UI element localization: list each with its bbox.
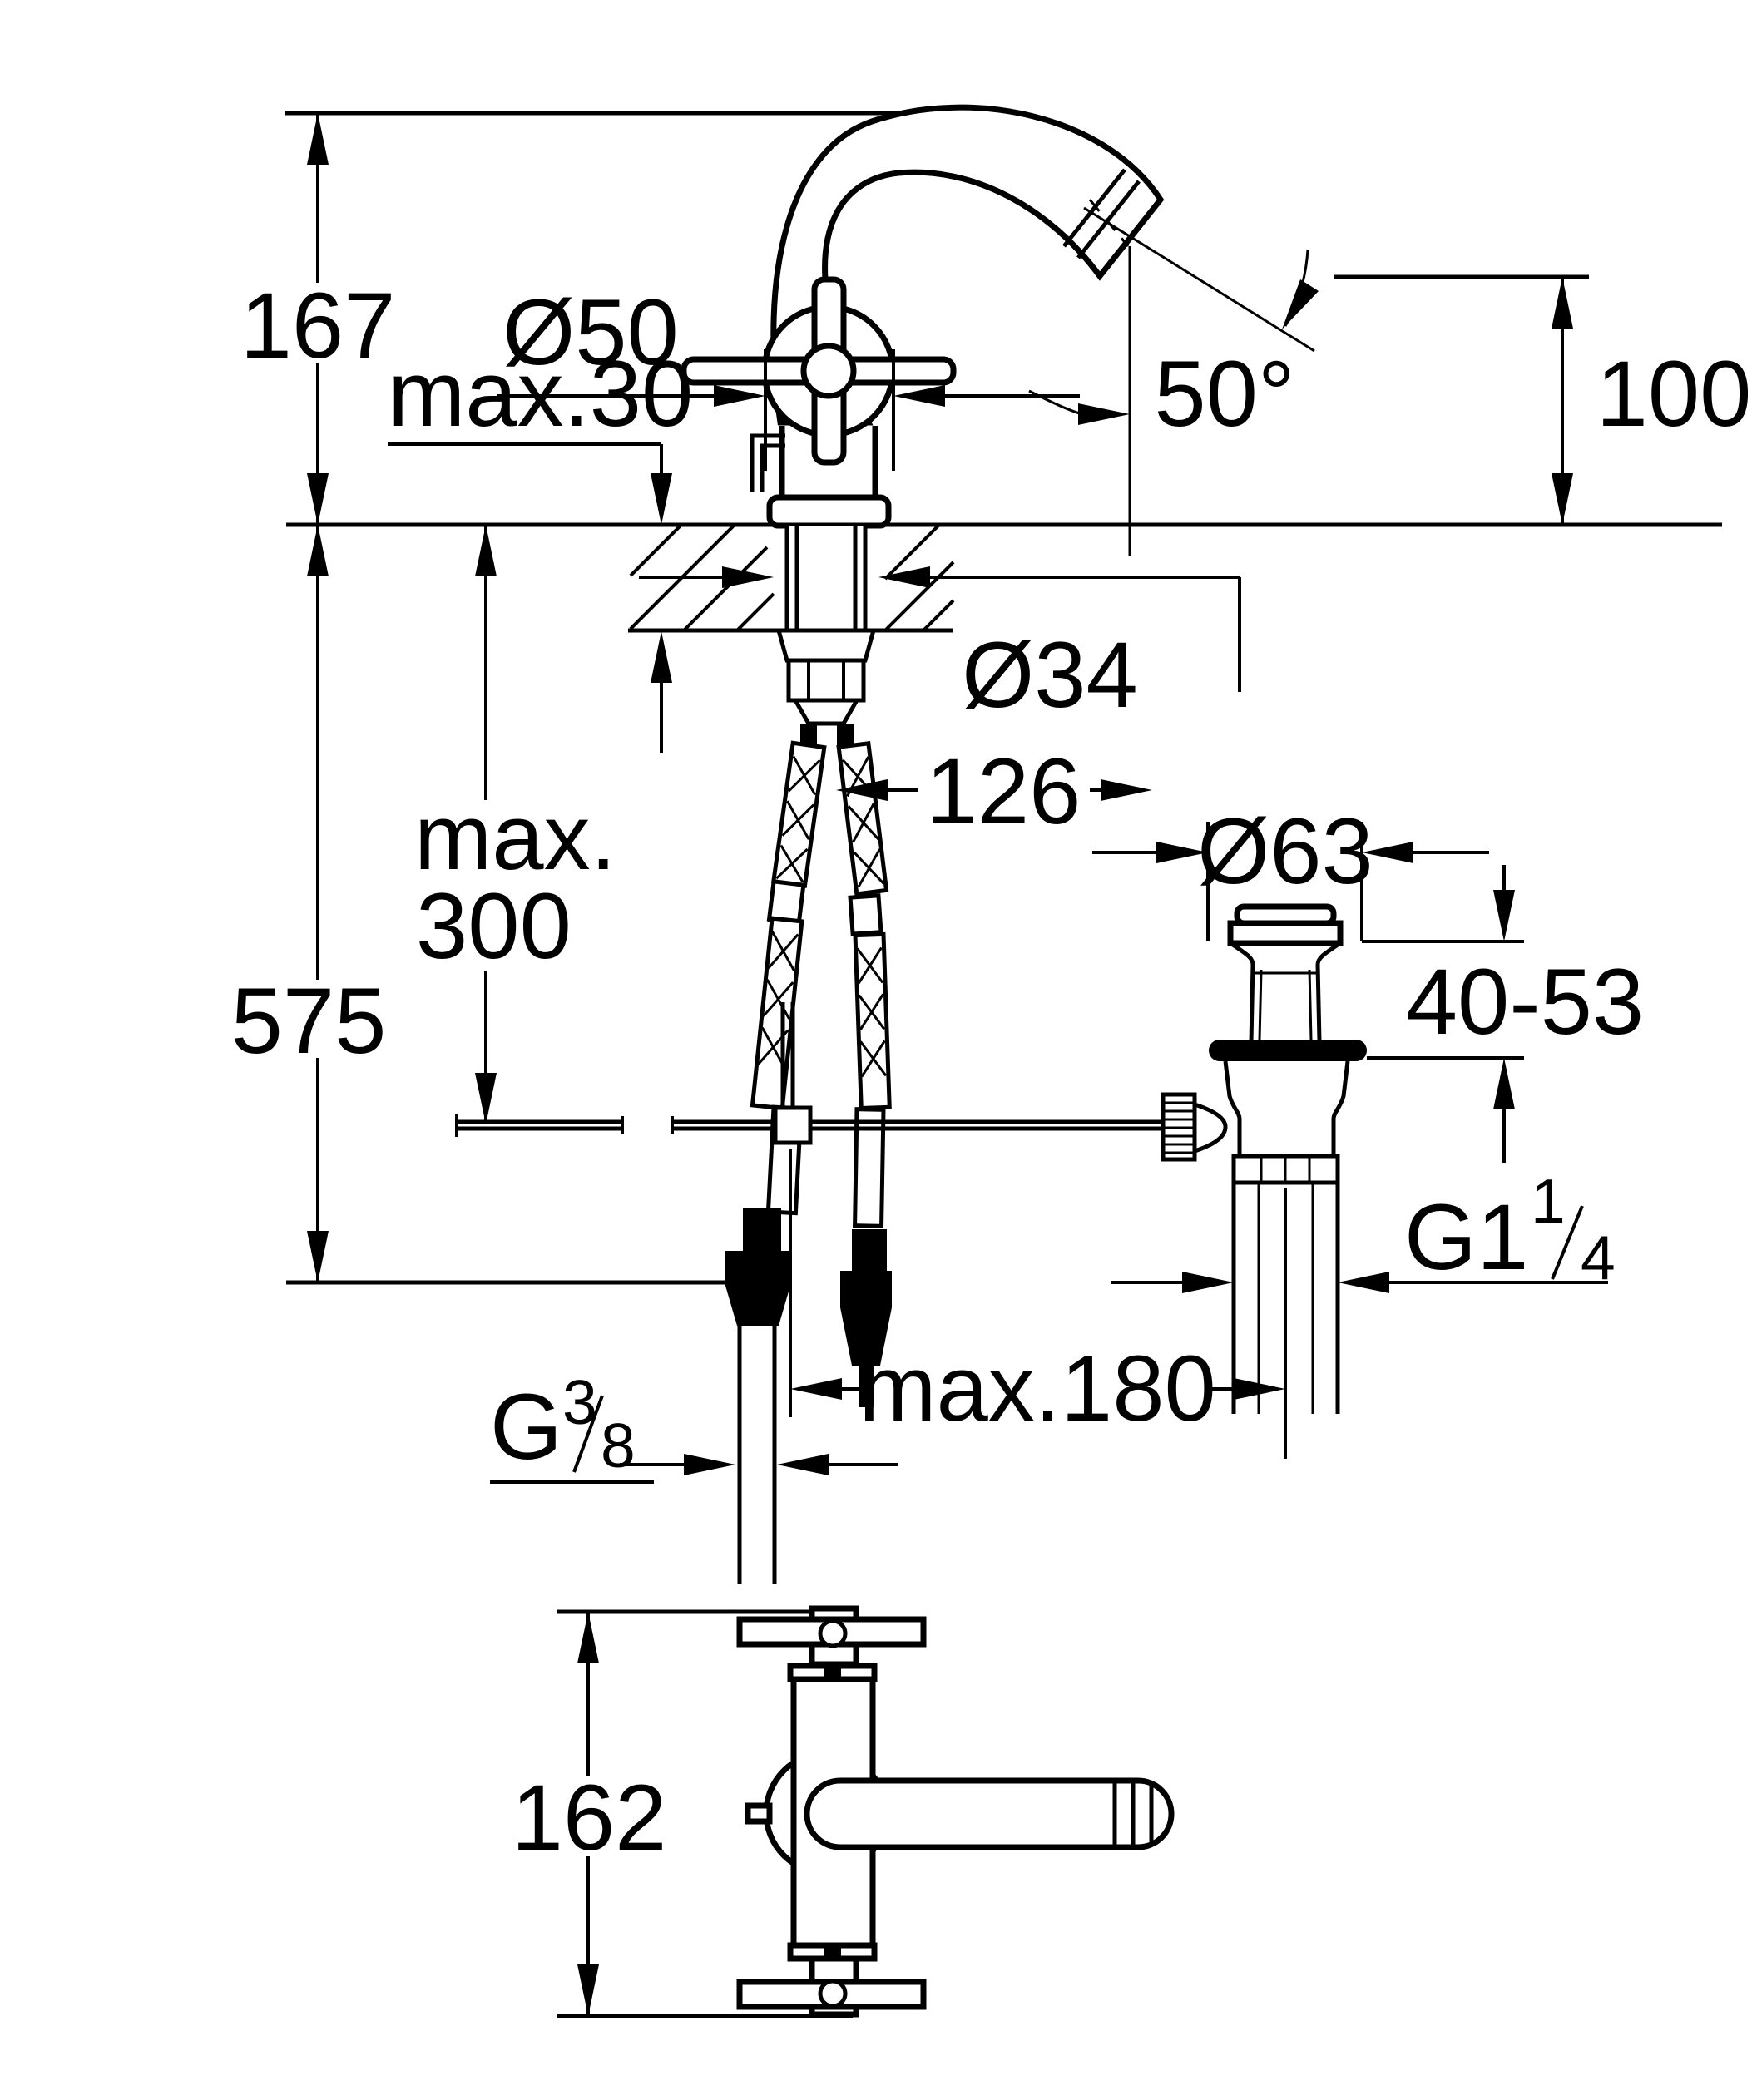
dimension-outlet-height: 100	[1552, 277, 1751, 525]
right-hose-sleeve	[853, 1107, 886, 1228]
spout-tip-band-2	[1062, 168, 1126, 248]
dimension-rod-reach: max.180	[789, 1149, 1287, 1459]
supply-hoses	[725, 740, 892, 1584]
waste-thread-numerator: 1	[1531, 1166, 1566, 1236]
dimension-spout-height: 167	[240, 113, 396, 525]
right-hose-ferrule	[848, 893, 883, 936]
o-ring	[1209, 1040, 1367, 1061]
base-flange	[766, 494, 892, 529]
supply-thread-label: G	[490, 1375, 562, 1479]
spout-angle-label: 50°	[1154, 342, 1294, 446]
drain-neck	[1229, 941, 1342, 1042]
hose-clearance-label-2: 300	[416, 874, 572, 978]
waste-thread-fraction-slash	[1551, 1205, 1584, 1280]
dimension-waste-flange: Ø63	[1092, 799, 1489, 941]
mounting-washer	[775, 628, 877, 663]
waste-thread-label: G1	[1404, 1185, 1528, 1289]
hose-stub-left	[800, 724, 817, 745]
bottom-handle-screw	[818, 1979, 848, 2009]
dimension-body-length: 162	[512, 1612, 667, 2016]
axis-dashed-segment	[1088, 199, 1130, 247]
dimension-rosette-diameter: Ø50	[497, 280, 1080, 471]
supply-thread-fraction-slash	[572, 1395, 604, 1473]
faucet-front-view	[681, 104, 1165, 745]
right-hose-crimp	[852, 1229, 887, 1271]
rosette-diameter-label: Ø50	[502, 280, 679, 384]
dimension-supply-thread: G 3 8	[490, 1367, 898, 1484]
body-length-label: 162	[512, 1766, 667, 1870]
pop-up-rod	[455, 1002, 1163, 1145]
angle-arc-lower	[1028, 389, 1081, 415]
supply-thread-denominator: 8	[601, 1411, 636, 1480]
left-hose-crimp	[743, 1208, 781, 1251]
hose-stub-right	[837, 724, 854, 745]
angle-arrow-upper	[1282, 279, 1319, 329]
spout-projection-label: 126	[926, 739, 1081, 843]
top-handle-screw	[818, 1618, 848, 1648]
plug-flange	[1227, 920, 1344, 946]
spout-tip-band-1	[1076, 180, 1141, 259]
dimension-deck-thickness: max.30	[388, 342, 693, 753]
dimension-spout-projection: 126	[836, 739, 1152, 843]
waste-flange-label: Ø63	[1197, 799, 1373, 903]
right-hose-braid-1	[836, 741, 889, 897]
overall-depth-label: 575	[231, 969, 387, 1073]
shank-cone	[791, 698, 861, 726]
spout-top-view	[804, 1777, 1175, 1850]
deck-thickness-label: max.30	[388, 342, 693, 446]
dimension-waste-thread: G1 1 4	[1111, 1166, 1616, 1293]
hose-clearance-label-1: max.	[414, 785, 616, 889]
pull-rod-knob	[750, 433, 785, 492]
rod-reach-label: max.180	[859, 1337, 1216, 1440]
spout-axis-line	[1083, 206, 1315, 353]
dimension-hole-diameter: Ø34	[639, 566, 1241, 727]
countertop-hatch	[629, 524, 955, 632]
clamping-range-label: 40-53	[1406, 950, 1644, 1054]
handle-hub	[800, 343, 857, 399]
spout-outline	[770, 104, 1165, 426]
knob-socket	[1194, 1102, 1228, 1154]
faucet-top-view	[557, 1605, 1175, 2018]
left-hose-braid-1	[770, 740, 827, 888]
mounting-nut	[786, 658, 866, 703]
side-stub	[745, 1802, 773, 1825]
dimension-overall-depth: 575	[231, 525, 387, 1282]
waste-thread-denominator: 4	[1581, 1223, 1616, 1292]
drain-body	[1223, 1060, 1350, 1156]
spout-angle-annotation: 50°	[1028, 199, 1319, 556]
right-hose-braid-2	[853, 931, 892, 1111]
right-hose-nut	[840, 1271, 892, 1366]
hole-diameter-label: Ø34	[962, 623, 1138, 727]
dimension-hose-clearance: max. 300	[414, 525, 616, 1124]
rod-tee-collar	[773, 1105, 813, 1145]
right-hose-tip	[859, 1366, 874, 1407]
drain-assembly	[1161, 903, 1367, 1414]
outlet-height-label: 100	[1596, 342, 1752, 446]
angle-arrow-lower	[1078, 403, 1130, 425]
dimension-clamping-range: 40-53	[1362, 865, 1644, 1163]
left-hose-nut	[725, 1251, 790, 1326]
spout-height-label: 167	[240, 274, 396, 378]
reference-lines	[285, 111, 1722, 1285]
